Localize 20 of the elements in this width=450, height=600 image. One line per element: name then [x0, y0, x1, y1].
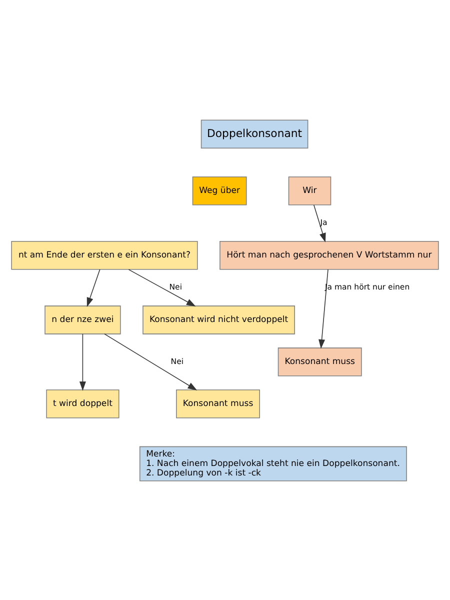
node-box: Hört man nach gesprochenen V Wortstamm nur: [220, 240, 439, 270]
node-box: Doppelkonsonant: [200, 119, 308, 148]
arrow: [104, 333, 198, 390]
node-box: t wird doppelt: [46, 389, 120, 418]
node-box: Weg über: [192, 176, 247, 205]
node-box: Merke: 1. Nach einem Doppelvokal steht nie ein Doppelkonsonant. 2. Doppelung von -k ist -ck: [139, 446, 407, 481]
arrow: [318, 268, 328, 348]
edge-label: Ja: [320, 218, 328, 227]
node-box: n der nze zwei: [44, 305, 121, 334]
node-box: Konsonant muss: [176, 389, 260, 418]
arrow: [79, 333, 86, 390]
node-box: Konsonant wird nicht verdoppelt: [142, 305, 295, 334]
arrow: [313, 204, 326, 242]
arrow: [128, 268, 196, 306]
node-box: nt am Ende der ersten e ein Konsonant?: [11, 240, 198, 270]
node-box: Wir: [288, 176, 332, 205]
edge-label: Nei: [170, 356, 184, 366]
arrow: [86, 268, 100, 306]
edge-label: Nei: [169, 282, 182, 292]
node-box: Konsonant muss: [278, 347, 362, 376]
